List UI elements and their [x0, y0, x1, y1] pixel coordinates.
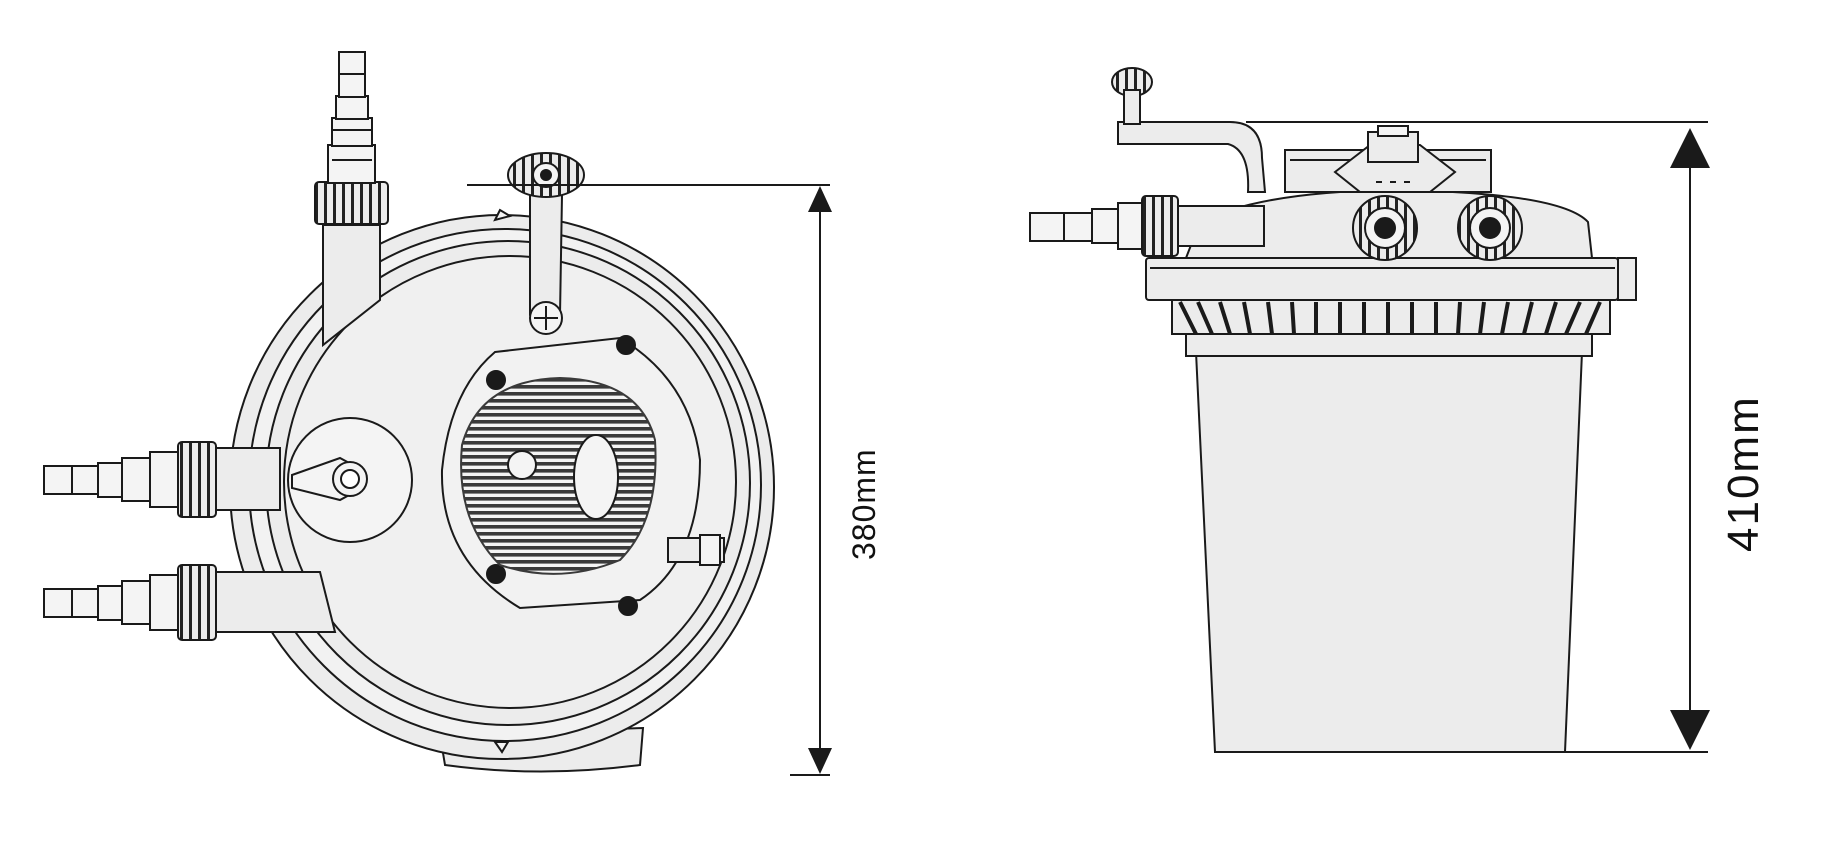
canister-top-band — [1185, 331, 1593, 357]
uv-clarifier-housing — [440, 335, 725, 616]
clamp-ring — [1145, 257, 1619, 301]
round-port-right — [1457, 195, 1523, 261]
bleed-lever — [1111, 67, 1267, 193]
round-port-left — [1352, 195, 1418, 261]
filter-top-view — [43, 51, 775, 773]
height-dimension-380 — [467, 184, 832, 776]
inlet-hose-connector — [43, 441, 281, 518]
top-hose-connector — [314, 51, 389, 348]
center-valve — [1333, 125, 1457, 193]
rotary-dial — [287, 417, 413, 543]
filter-side-view — [1029, 67, 1637, 753]
canister-body — [1194, 351, 1584, 753]
outlet-hose-connector — [43, 564, 337, 641]
dimension-label-380mm: 380mm — [846, 448, 882, 560]
height-dimension-410 — [1246, 121, 1710, 753]
side-hose-connector — [1029, 195, 1265, 257]
ribbed-skirt — [1171, 297, 1611, 335]
dimension-label-410mm: 410mm — [1719, 395, 1768, 552]
